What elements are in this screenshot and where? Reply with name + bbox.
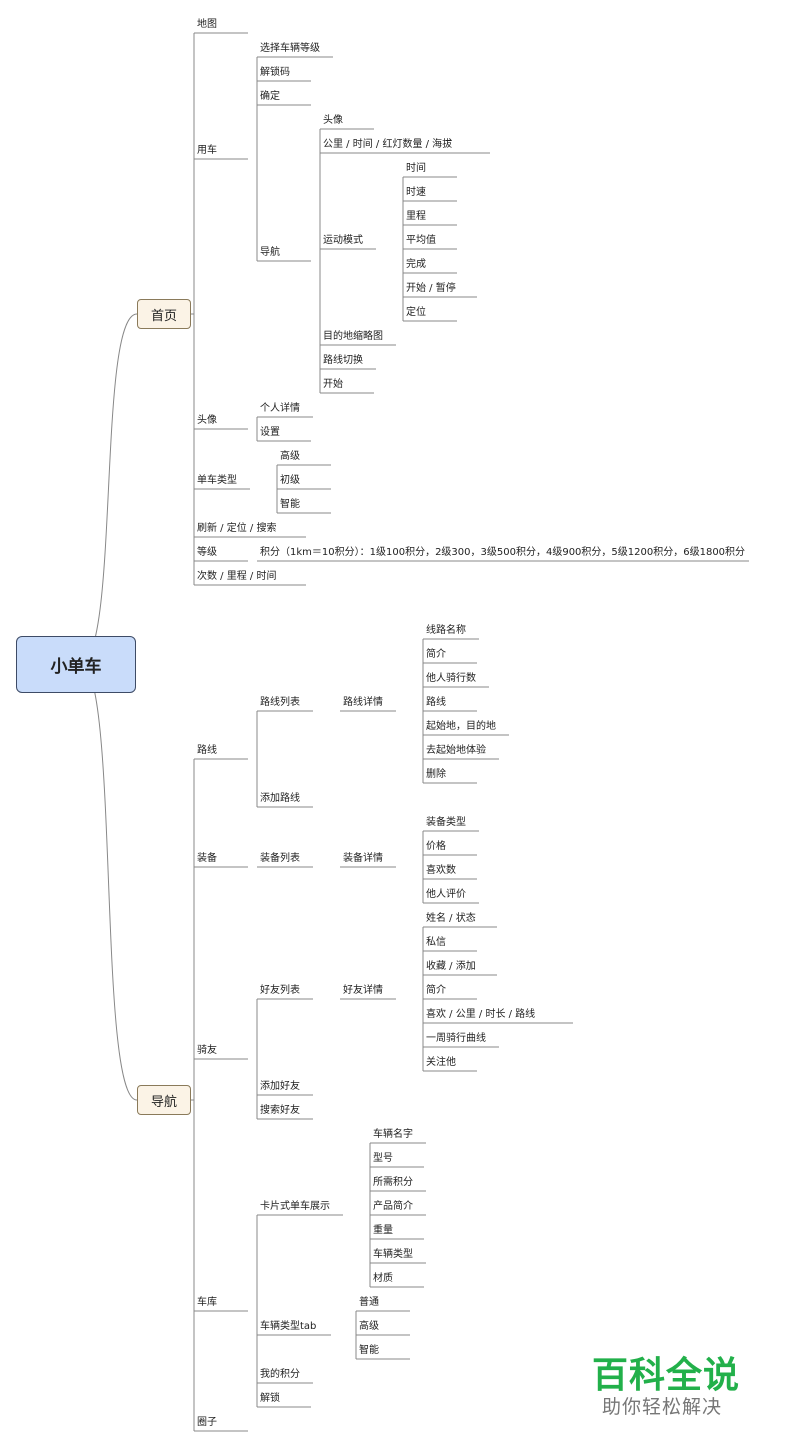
node-label[interactable]: 喜欢 / 公里 / 时长 / 路线 — [426, 1009, 536, 1020]
node-label[interactable]: 价格 — [426, 841, 446, 852]
node-label[interactable]: 解锁码 — [260, 67, 290, 78]
node-label[interactable]: 路线列表 — [260, 697, 300, 708]
node-label[interactable]: 路线切换 — [323, 355, 363, 366]
node-label[interactable]: 地图 — [197, 19, 217, 30]
node-label[interactable]: 重量 — [373, 1225, 393, 1236]
node-label[interactable]: 关注他 — [426, 1057, 456, 1068]
node-label[interactable]: 好友列表 — [260, 985, 300, 996]
node-label[interactable]: 路线 — [426, 697, 446, 708]
node-label[interactable]: 车辆类型 — [373, 1249, 413, 1260]
node-label[interactable]: 他人骑行数 — [426, 673, 476, 684]
node-label[interactable]: 开始 — [323, 379, 343, 390]
node-label[interactable]: 平均值 — [406, 235, 436, 246]
branch-curve — [79, 313, 138, 664]
node-label[interactable]: 个人详情 — [260, 403, 300, 414]
node-label[interactable]: 他人评价 — [426, 889, 466, 900]
node-label[interactable]: 单车类型 — [197, 475, 237, 486]
node-label[interactable]: 删除 — [426, 769, 446, 780]
node-label[interactable]: 一周骑行曲线 — [426, 1033, 486, 1044]
node-label[interactable]: 圈子 — [197, 1417, 217, 1428]
node-label[interactable]: 装备详情 — [343, 853, 383, 864]
node-label[interactable]: 添加好友 — [260, 1081, 300, 1092]
node-label[interactable]: 定位 — [406, 307, 426, 318]
node-label[interactable]: 喜欢数 — [426, 865, 456, 876]
node-label[interactable]: 智能 — [280, 499, 300, 510]
node-label[interactable]: 添加路线 — [260, 793, 300, 804]
node-label[interactable]: 刷新 / 定位 / 搜索 — [197, 523, 277, 534]
node-label[interactable]: 我的积分 — [260, 1369, 300, 1380]
node-label[interactable]: 设置 — [260, 427, 280, 438]
node-label[interactable]: 路线 — [197, 745, 217, 756]
node-label[interactable]: 时速 — [406, 187, 426, 198]
node-label[interactable]: 简介 — [426, 649, 446, 660]
node-label[interactable]: 确定 — [260, 91, 280, 102]
node-label[interactable]: 高级 — [359, 1321, 379, 1332]
node-label[interactable]: 线路名称 — [426, 625, 466, 636]
node-label[interactable]: 运动模式 — [323, 235, 363, 246]
node-label[interactable]: 材质 — [373, 1273, 393, 1284]
node-label[interactable]: 次数 / 里程 / 时间 — [197, 571, 277, 582]
node-label[interactable]: 解锁 — [260, 1393, 280, 1404]
node-label[interactable]: 好友详情 — [343, 985, 383, 996]
node-label[interactable]: 私信 — [426, 937, 446, 948]
node-label[interactable]: 装备 — [197, 853, 217, 864]
node-label[interactable]: 路线详情 — [343, 697, 383, 708]
node-label[interactable]: 积分（1km＝10积分）：1级100积分，2级300，3级500积分，4级900… — [260, 547, 746, 558]
node-label[interactable]: 骑友 — [197, 1045, 217, 1056]
node-label[interactable]: 目的地缩略图 — [323, 331, 383, 342]
node-label[interactable]: 所需积分 — [373, 1177, 413, 1188]
node-label[interactable]: 搜索好友 — [260, 1105, 300, 1116]
node-label[interactable]: 去起始地体验 — [426, 745, 486, 756]
node-label[interactable]: 车辆名字 — [373, 1129, 413, 1140]
watermark-subtitle: 助你轻松解决 — [602, 1396, 723, 1418]
node-label[interactable]: 装备列表 — [260, 853, 300, 864]
node-label[interactable]: 车库 — [197, 1297, 217, 1308]
branch-curve — [79, 662, 138, 1101]
node-label[interactable]: 开始 / 暂停 — [406, 283, 456, 294]
node-label[interactable]: 初级 — [280, 475, 300, 486]
node-label[interactable]: 产品简介 — [373, 1201, 413, 1212]
node-label[interactable]: 公里 / 时间 / 红灯数量 / 海拔 — [323, 139, 453, 150]
node-label[interactable]: 姓名 / 状态 — [426, 913, 476, 924]
node-label[interactable]: 等级 — [197, 547, 217, 558]
node-label[interactable]: 车辆类型tab — [260, 1321, 317, 1332]
node-label[interactable]: 用车 — [197, 145, 217, 156]
node-label[interactable]: 起始地，目的地 — [426, 721, 496, 732]
node-label[interactable]: 导航 — [260, 247, 280, 258]
branch-node[interactable]: 导航 — [137, 1085, 191, 1115]
node-label[interactable]: 收藏 / 添加 — [426, 961, 476, 972]
root-node[interactable]: 小单车 — [16, 636, 136, 693]
node-label[interactable]: 型号 — [373, 1153, 393, 1164]
node-label[interactable]: 时间 — [406, 163, 426, 174]
node-label[interactable]: 完成 — [406, 259, 426, 270]
node-label[interactable]: 卡片式单车展示 — [260, 1201, 330, 1212]
node-label[interactable]: 装备类型 — [426, 817, 466, 828]
node-label[interactable]: 普通 — [359, 1297, 379, 1308]
node-label[interactable]: 简介 — [426, 985, 446, 996]
node-label[interactable]: 智能 — [359, 1345, 379, 1356]
node-label[interactable]: 头像 — [323, 115, 343, 126]
node-label[interactable]: 高级 — [280, 451, 300, 462]
watermark-title: 百科全说 — [592, 1355, 741, 1396]
node-label[interactable]: 里程 — [406, 211, 426, 222]
node-label[interactable]: 选择车辆等级 — [260, 43, 320, 54]
node-label[interactable]: 头像 — [197, 415, 217, 426]
branch-node[interactable]: 首页 — [137, 299, 191, 329]
